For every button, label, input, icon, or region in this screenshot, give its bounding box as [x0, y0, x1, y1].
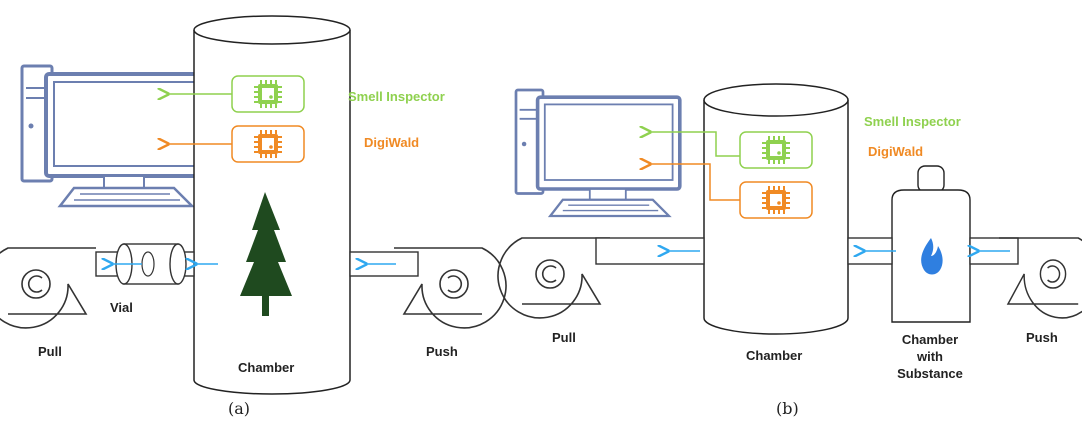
push-label-a: Push [426, 344, 458, 359]
sensor-label-digiwald-a: DigiWald [364, 135, 419, 150]
substance-label-line-3: Substance [897, 366, 963, 381]
data-arrow-green-b [650, 132, 740, 157]
tree-icon [240, 192, 292, 316]
sensor-label-smell-inspector-b: Smell Inspector [864, 114, 961, 129]
computer-b [514, 88, 682, 218]
vial-label: Vial [110, 300, 133, 315]
caption-a: (a) [228, 399, 250, 418]
pull-blower-a [0, 247, 97, 329]
computer-a [20, 64, 206, 208]
push-label-b: Push [1026, 330, 1058, 345]
pull-label-a: Pull [38, 344, 62, 359]
panel-b: Smell Inspector DigiWald Pull Chamber Ch… [497, 83, 1082, 418]
caption-b: (b) [776, 399, 799, 418]
substance-label-line-1: Chamber [902, 332, 958, 347]
chamber-a [193, 15, 351, 395]
sensor-label-smell-inspector-a: Smell Inspector [348, 89, 445, 104]
substance-label-line-2: with [916, 349, 943, 364]
flame-icon [921, 238, 943, 275]
pull-blower-b [497, 237, 611, 319]
chamber-label-a: Chamber [238, 360, 294, 375]
sensor-label-digiwald-b: DigiWald [868, 144, 923, 159]
chamber-label-b: Chamber [746, 348, 802, 363]
panel-a: Smell Inspector DigiWald Vial Pull Chamb… [0, 15, 507, 418]
data-arrow-orange-b [650, 164, 740, 201]
pull-label-b: Pull [552, 330, 576, 345]
